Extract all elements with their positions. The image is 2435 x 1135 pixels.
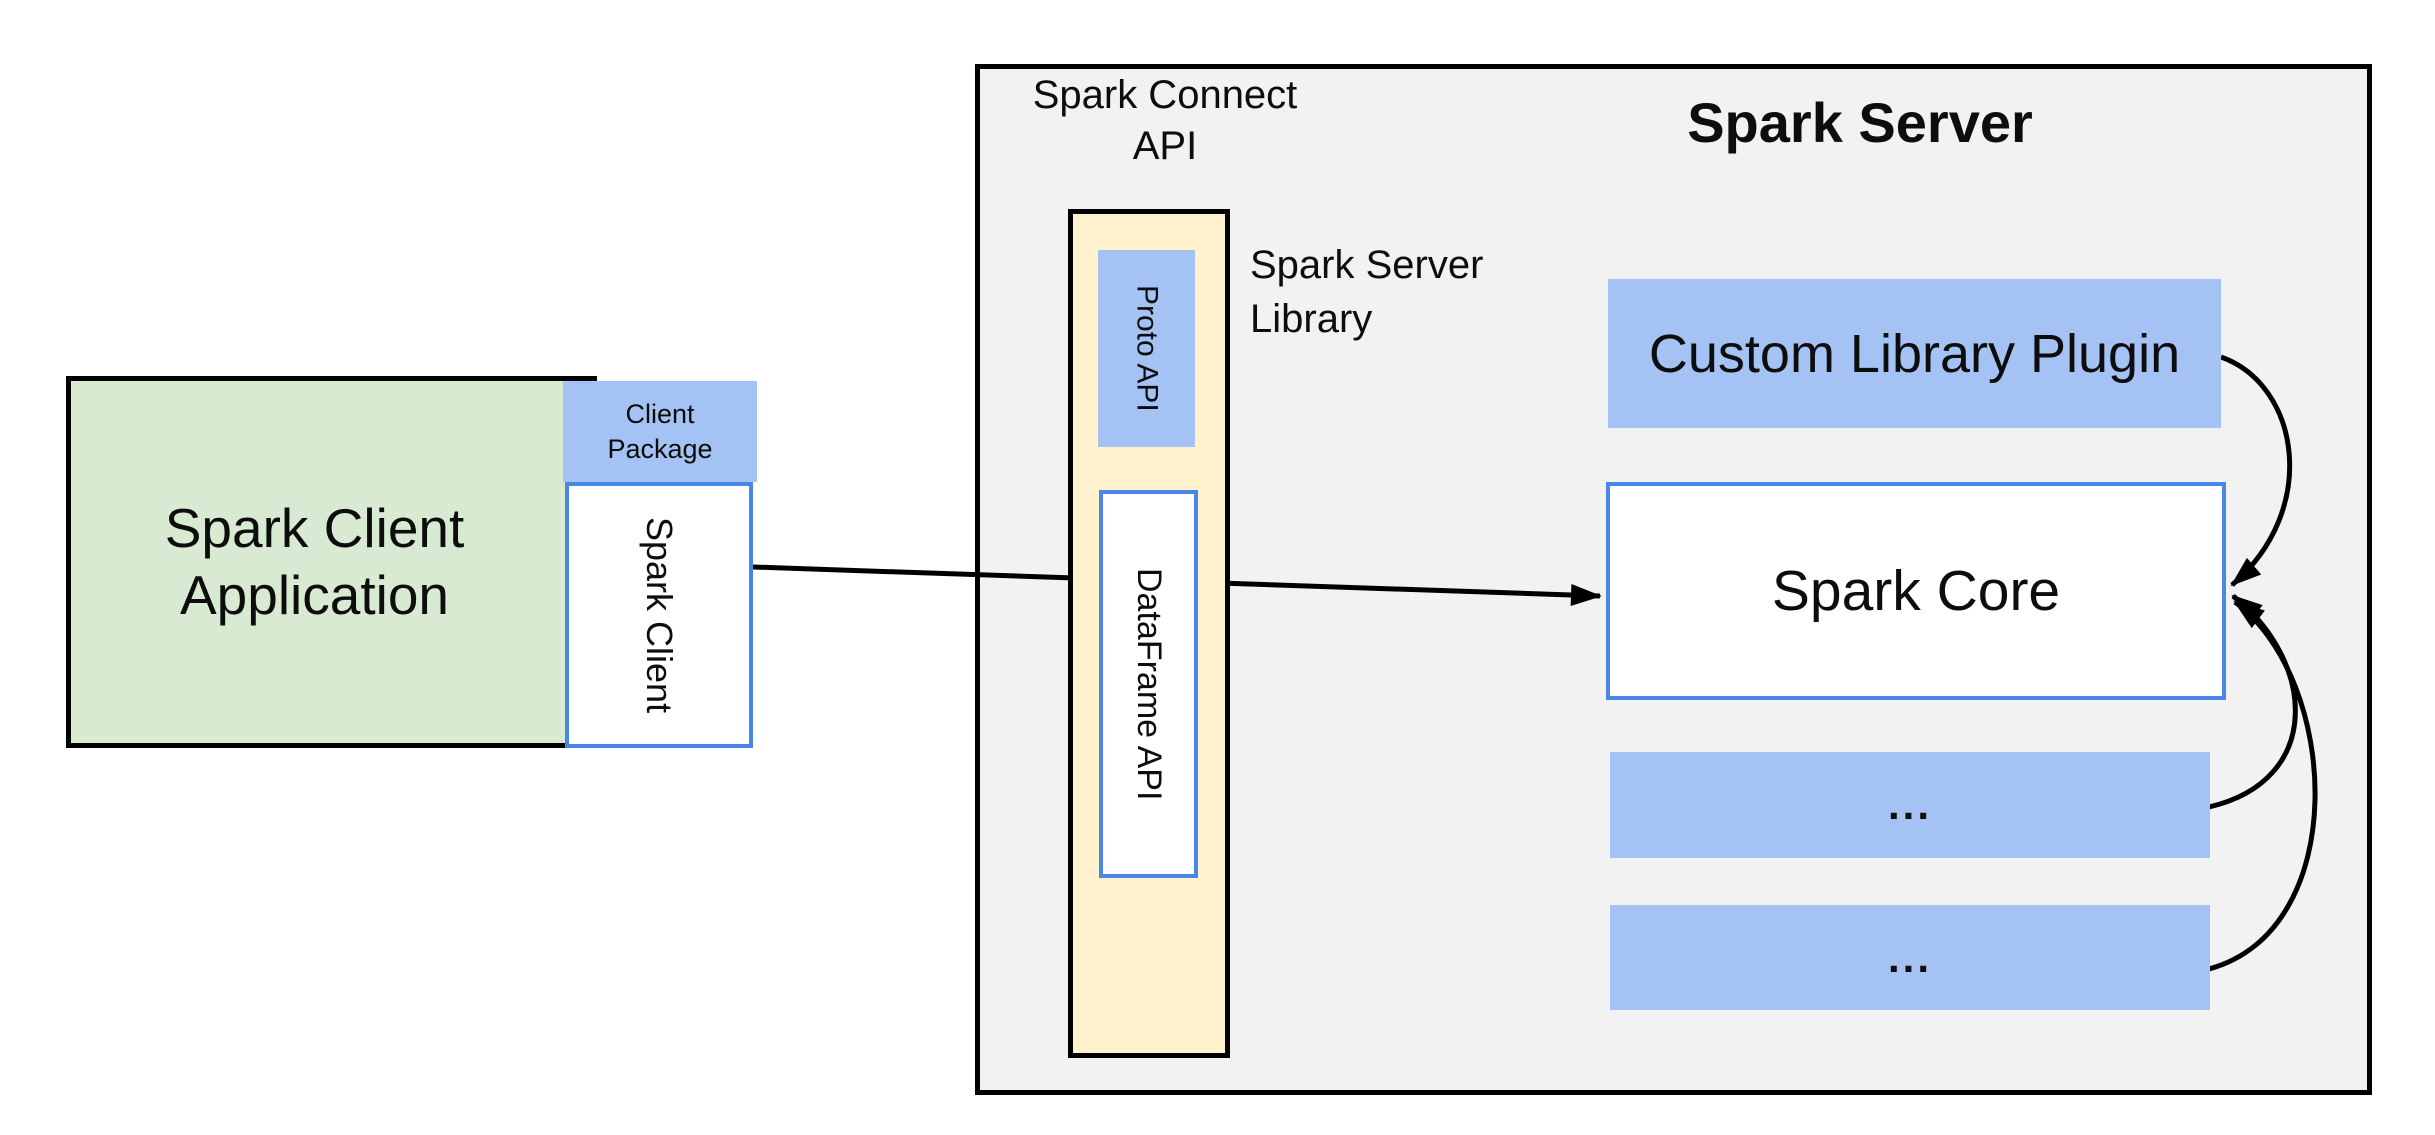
spark-core-box: Spark Core bbox=[1606, 482, 2226, 700]
dataframe-api-box: DataFrame API bbox=[1099, 490, 1198, 878]
spark-connect-api-heading-line1: Spark Connect bbox=[1032, 73, 1298, 117]
spark-server-heading: Spark Server bbox=[1687, 91, 2033, 154]
spark-server-library-label: Spark Server Library bbox=[1250, 238, 1670, 346]
ellipsis-box-2: ... bbox=[1610, 905, 2210, 1010]
proto-api-box: Proto API bbox=[1098, 250, 1195, 447]
custom-library-plugin-box: Custom Library Plugin bbox=[1608, 279, 2221, 428]
ellipsis-box-1: ... bbox=[1610, 752, 2210, 858]
spark-server-library-label-line2: Library bbox=[1250, 297, 1373, 341]
spark-connect-api-heading-line2: API bbox=[1132, 124, 1198, 168]
spark-client-label: Spark Client bbox=[639, 516, 680, 714]
spark-client-application-box bbox=[66, 376, 597, 748]
spark-client-application-label: Spark Client Application bbox=[66, 376, 563, 748]
spark-server-library-label-line1: Spark Server bbox=[1250, 243, 1484, 287]
client-package-label-line1: Client bbox=[625, 398, 695, 429]
client-package-label-line2: Package bbox=[607, 433, 713, 464]
spark-client-application-label-line1: Spark Client bbox=[164, 497, 465, 559]
proto-api-label: Proto API bbox=[1130, 285, 1164, 412]
spark-connect-api-heading: Spark Connect API bbox=[985, 70, 1345, 172]
spark-client-box: Spark Client bbox=[565, 482, 753, 748]
client-package-box: Client Package bbox=[563, 381, 757, 482]
dataframe-api-label: DataFrame API bbox=[1130, 567, 1168, 801]
spark-client-application-label-line2: Application bbox=[179, 564, 450, 626]
